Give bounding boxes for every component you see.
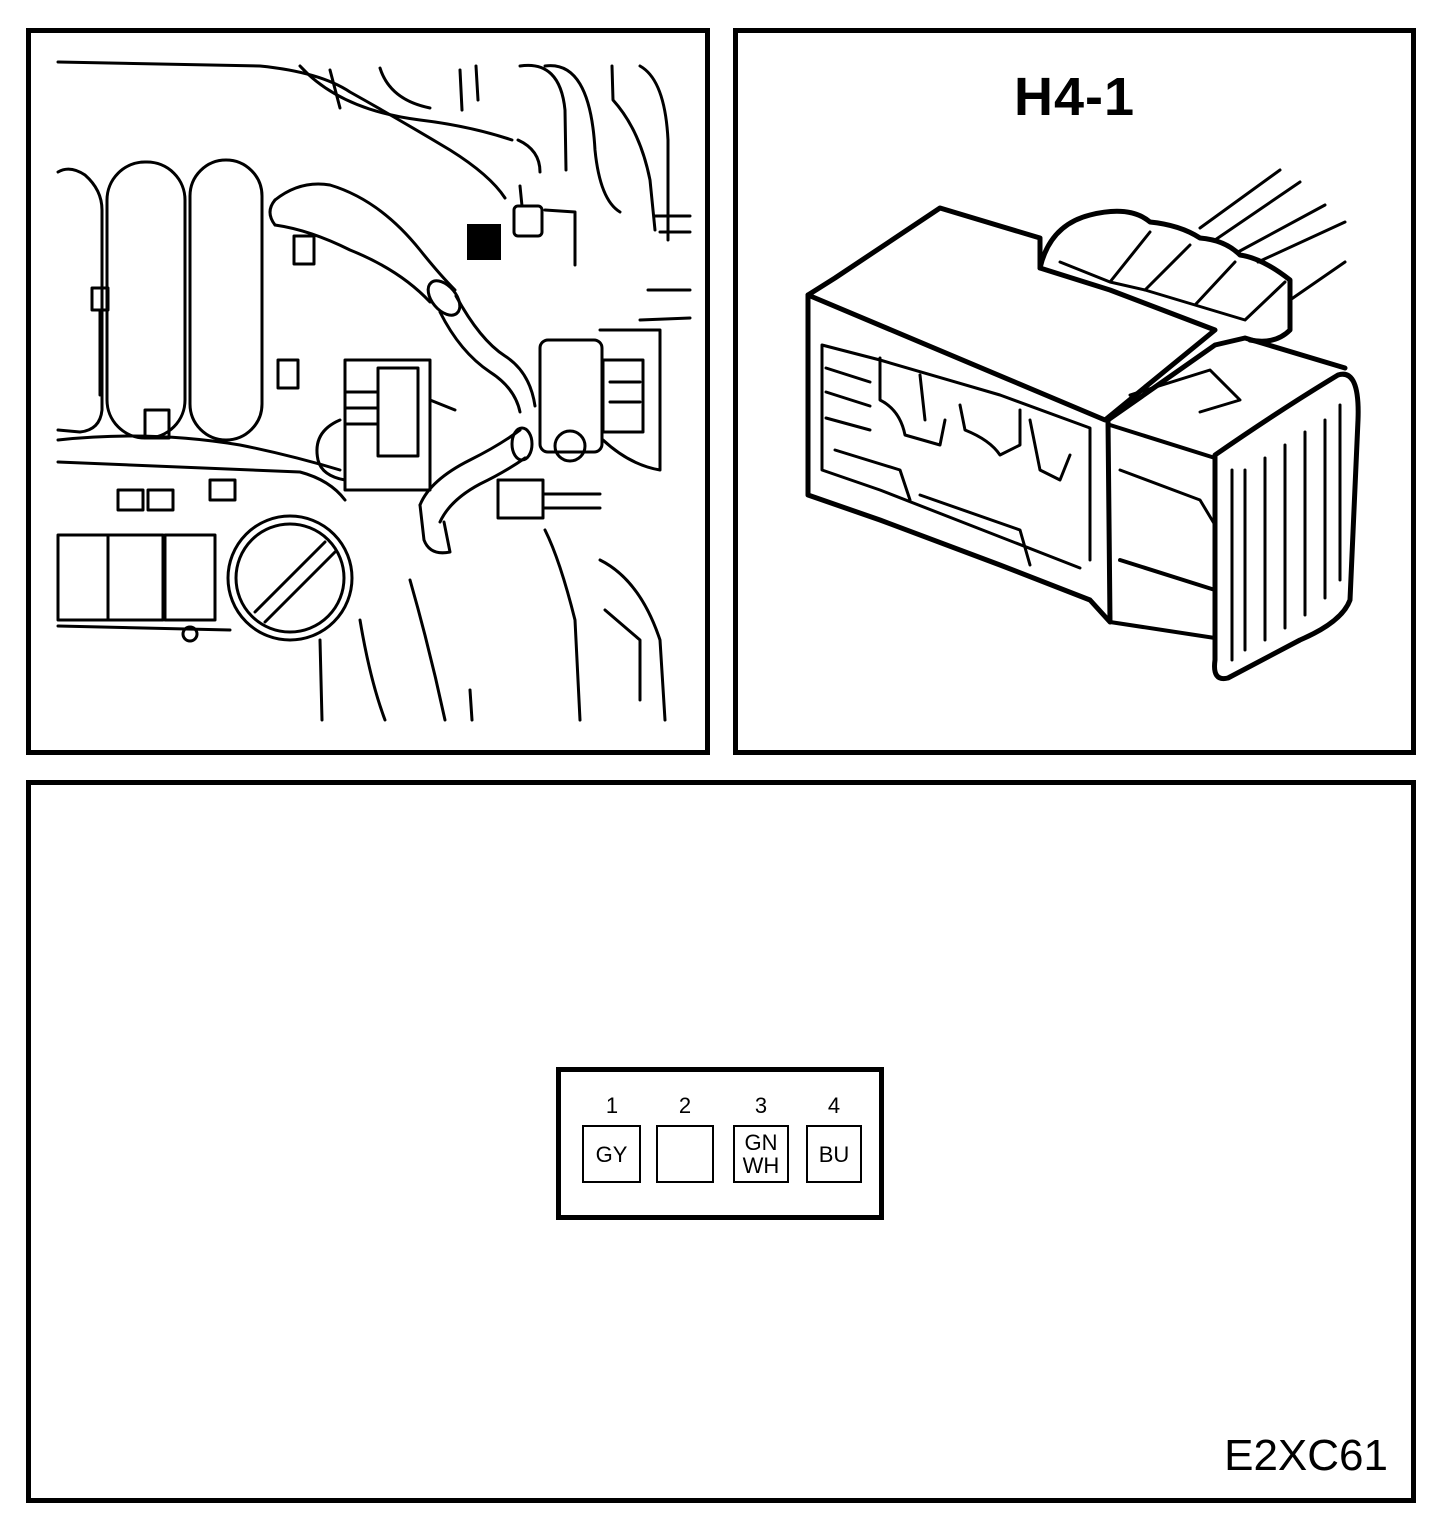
- vertical-pipe: [638, 64, 670, 242]
- connector-location-marker: [467, 224, 501, 260]
- right-edge-detail: [638, 214, 692, 322]
- pin-wire-stripe: WH: [742, 1153, 780, 1178]
- vertical-pipe: [518, 63, 568, 172]
- intake-runner: [56, 167, 104, 434]
- upper-hose: [273, 223, 432, 304]
- upper-hose: [454, 294, 537, 408]
- pin-wire-color: GN: [744, 1130, 778, 1155]
- line-fitting: [496, 478, 545, 520]
- lower-edge: [56, 624, 232, 632]
- figure-id: E2XC61: [1224, 1431, 1388, 1480]
- wire: [1198, 168, 1347, 302]
- latch-ribs: [1230, 403, 1342, 662]
- harness-line: [298, 64, 514, 142]
- oil-filler-cap-inner: [234, 522, 346, 634]
- small-part: [208, 478, 237, 502]
- stud: [292, 234, 316, 266]
- connector-terminals: [343, 390, 457, 426]
- lower-block: [56, 533, 110, 622]
- shroud-detail: [1118, 368, 1242, 527]
- housing-shroud: [1108, 423, 1217, 640]
- lower-band: [56, 434, 342, 472]
- lower-band: [56, 460, 347, 502]
- bracket-boss: [553, 429, 587, 463]
- connector-face: 1 2 3 4 GY GN WH BU: [556, 1067, 884, 1220]
- pin-number-3: 3: [754, 1093, 768, 1118]
- terminal-cavity: [878, 356, 1072, 482]
- engine-bay-illustration: [56, 60, 692, 722]
- housing-slots: [824, 366, 1032, 567]
- sensor-connector-body: [376, 366, 420, 458]
- pipe-bracket: [516, 138, 542, 174]
- stud: [143, 408, 171, 440]
- housing-front-opening: [820, 343, 1092, 570]
- washer: [181, 625, 199, 643]
- upper-hose: [268, 198, 277, 227]
- housing-shroud: [1105, 335, 1348, 423]
- lower-hose: [418, 503, 452, 555]
- fuel-line: [541, 492, 602, 510]
- vertical-pipe: [543, 64, 622, 214]
- connector-view-panel: H4-1: [733, 28, 1416, 755]
- hose-end: [510, 426, 534, 462]
- vertical-pipe: [610, 64, 657, 232]
- connector-illustration: [805, 168, 1361, 682]
- upper-hose: [273, 182, 457, 292]
- pin-cavity-4: BU: [806, 1125, 862, 1183]
- harness-line: [328, 64, 480, 112]
- pinout-panel: 1 2 3 4 GY GN WH BU E2XC61: [26, 780, 1416, 1503]
- oil-filler-cap-grip: [253, 540, 337, 624]
- small-part: [116, 488, 145, 512]
- location-view-panel: [26, 28, 710, 755]
- bracket-detail: [598, 328, 662, 472]
- stud: [276, 358, 300, 390]
- engine-cover-edge: [56, 60, 507, 200]
- lower-block: [106, 533, 165, 622]
- wire-boot: [1058, 230, 1287, 322]
- lower-pipe: [543, 528, 667, 722]
- pin-cavity-2: [656, 1125, 714, 1183]
- pin-cavity-1: GY: [582, 1125, 641, 1183]
- mount-bolt-stem: [518, 184, 577, 267]
- upper-hose: [438, 310, 522, 414]
- latch-cover: [1212, 371, 1361, 682]
- bracket: [315, 418, 347, 482]
- small-part: [146, 488, 175, 512]
- lower-hose: [418, 428, 522, 507]
- wire-boot: [1037, 208, 1293, 344]
- lower-hose: [438, 456, 527, 524]
- intake-runner: [188, 158, 264, 442]
- bracket-block: [538, 338, 604, 454]
- oil-filler-cap: [226, 514, 354, 642]
- lower-pipe: [318, 578, 474, 722]
- pin-number-1: 1: [605, 1093, 619, 1118]
- hose-end: [426, 279, 462, 317]
- pin-number-4: 4: [827, 1093, 841, 1118]
- housing-front-face: [805, 292, 1113, 625]
- pin-wire-color: BU: [818, 1141, 850, 1167]
- bracket-block: [601, 358, 645, 434]
- pin-number-2: 2: [678, 1093, 692, 1118]
- lower-block: [163, 533, 217, 622]
- mount-bolt: [512, 204, 544, 238]
- pin-cavity-3: GN WH: [733, 1125, 789, 1183]
- pin-wire-color: GY: [595, 1141, 628, 1167]
- connector-title: H4-1: [1013, 67, 1136, 127]
- intake-runner: [105, 160, 187, 440]
